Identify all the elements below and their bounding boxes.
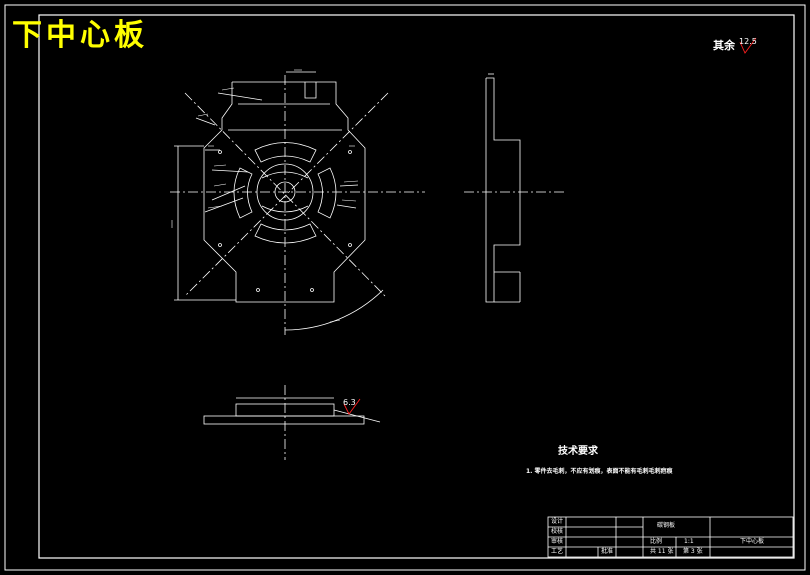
title-block-row-label: 校核 [551, 528, 564, 535]
title-block-row-label: 工艺 [551, 548, 564, 555]
title-block-sheet-no: 第 3 张 [683, 548, 703, 555]
bottom-view [203, 385, 381, 460]
bottom-roughness-value: 6.3 [343, 398, 356, 407]
roughness-label: 其余 [713, 39, 735, 52]
drawing-title: 下中心板 [12, 18, 148, 53]
outer-frame [4, 4, 806, 571]
tech-requirement-line: 1. 零件去毛刺，不应有划痕，表面不能有毛刺毛刺疤痕 [526, 468, 673, 475]
front-view [170, 71, 425, 335]
front-view-dim-marks [171, 69, 359, 323]
inner-border [38, 14, 795, 559]
title-block-scale-value: 1:1 [684, 538, 694, 545]
title-block-sheets: 共 11 张 [650, 548, 674, 555]
title-block-part-name: 下中心板 [740, 538, 765, 545]
title-block-scale-label: 比例 [650, 538, 663, 545]
title-block-row-label: 设计 [551, 518, 564, 525]
title-block-row-label: 审核 [551, 538, 564, 545]
title-block-approve-label: 批准 [601, 548, 614, 555]
title-block [547, 516, 794, 558]
tech-requirements-title: 技术要求 [558, 446, 598, 457]
roughness-symbol [343, 37, 757, 415]
side-view [464, 73, 566, 303]
roughness-value: 12.5 [739, 37, 757, 46]
title-block-material: 碳钢板 [657, 522, 676, 529]
